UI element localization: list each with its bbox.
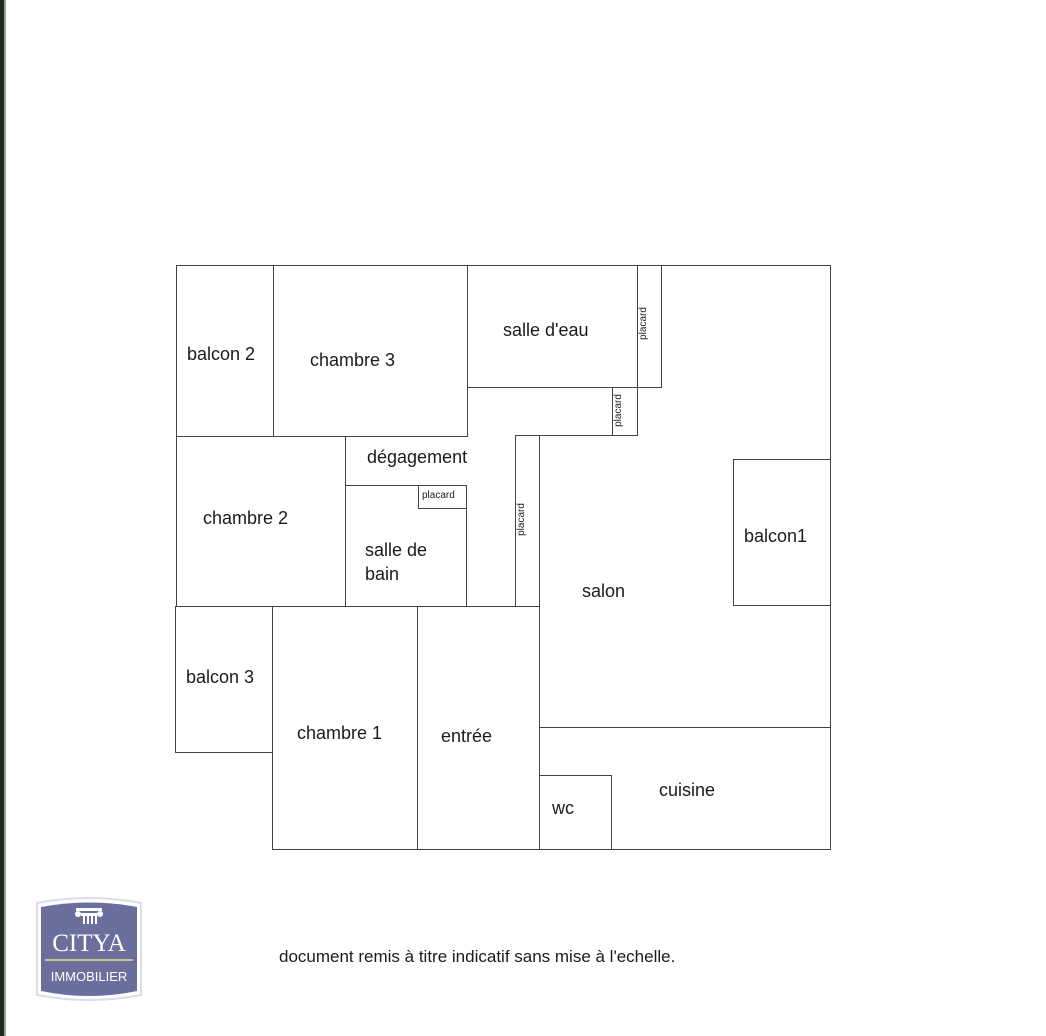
wall [175,752,272,753]
wall [467,387,661,388]
wall [345,436,346,606]
scan-edge [0,0,4,1036]
wall [273,265,274,437]
room-balcon-3: balcon 3 [186,667,255,687]
room-balcon-1: balcon1 [744,526,808,546]
wall [733,459,831,460]
room-placard: placard [637,307,649,340]
room-placard: placard [612,394,624,427]
wall [830,265,831,850]
wall [539,727,831,728]
wall [515,435,638,436]
wall [612,387,613,436]
wall [175,606,176,752]
room-balcon-2: balcon 2 [187,344,256,364]
room-degagement: dégagement [367,447,468,467]
wall [733,605,831,606]
wall [466,485,467,606]
room-wc: wc [552,798,574,818]
scan-edge-shadow [4,0,6,1036]
wall [272,606,273,850]
wall [539,775,611,776]
wall [418,485,419,509]
room-placard: placard [515,503,527,536]
room-chambre-2: chambre 2 [203,508,289,528]
wall [661,265,662,388]
wall [176,265,831,266]
disclaimer-note: document remis à titre indicatif sans mi… [279,947,676,966]
wall [611,775,612,850]
wall [467,265,468,437]
room-salle-de-bain: salle de [365,540,428,560]
subtitle-text: IMMOBILIER [51,969,128,984]
brand-text: CITYA [52,930,126,957]
citya-logo: CITYA IMMOBILIER [31,895,147,1005]
wall [418,508,466,509]
room-chambre-1: chambre 1 [297,723,383,743]
wall [637,265,638,435]
room-placard: placard [422,490,455,501]
room-salle-de-bain-2: bain [365,564,400,584]
wall [272,849,831,850]
room-entree: entrée [441,726,493,746]
room-salle-d-eau: salle d'eau [503,320,589,340]
room-chambre-3: chambre 3 [310,350,396,370]
column-icon [75,908,103,924]
wall [515,435,516,606]
room-salon: salon [582,581,626,601]
wall [539,435,540,850]
wall [733,459,734,605]
wall [345,485,467,486]
wall [176,606,540,607]
room-cuisine: cuisine [659,780,716,800]
wall [176,436,468,437]
wall [417,606,418,850]
